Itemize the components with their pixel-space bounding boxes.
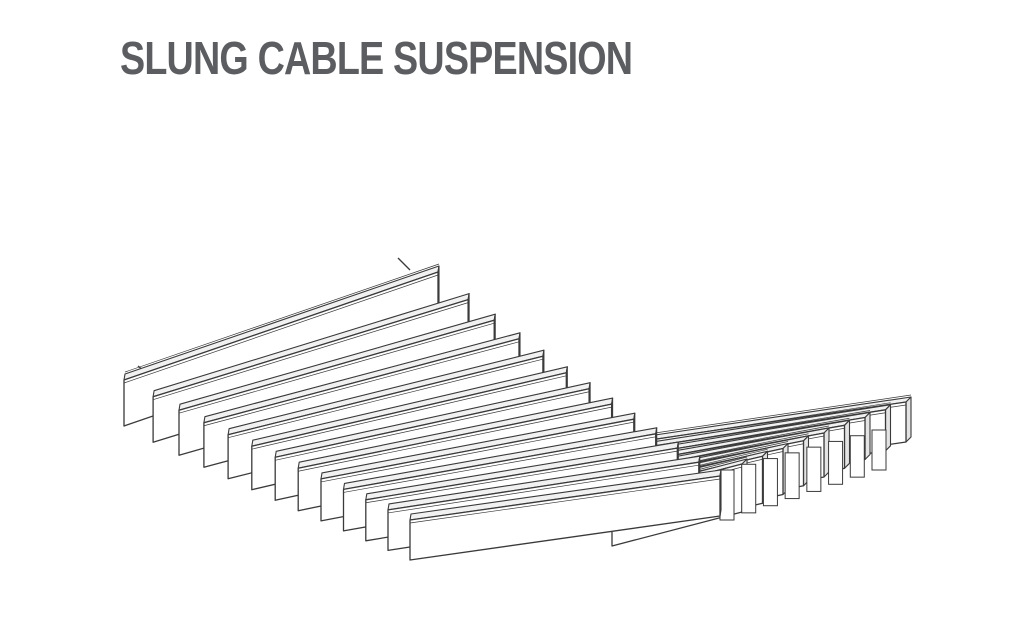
left-panel-13 <box>409 469 722 561</box>
panel-channel-line <box>409 478 721 524</box>
panel-lip-line <box>654 394 912 434</box>
panel-end-face <box>843 419 851 469</box>
panel-channel-line <box>387 464 699 514</box>
cable-left-rear <box>397 257 411 271</box>
panel-channel-line <box>152 302 469 401</box>
slat-6 <box>828 440 844 485</box>
right-wing-slats <box>719 429 887 521</box>
page-title: SLUNG CABLE SUSPENSION <box>120 32 633 84</box>
panel-channel-line <box>178 322 495 414</box>
panel-channel-line <box>228 358 544 439</box>
panel-channel-line <box>251 375 567 450</box>
panel-lip-line <box>650 402 891 441</box>
slat-3 <box>762 458 778 507</box>
slat-1 <box>719 469 735 521</box>
slat-2 <box>741 463 757 514</box>
panel-channel-line <box>275 391 590 461</box>
panel-end-face <box>905 396 912 443</box>
panel-end-face <box>864 411 871 461</box>
slat-8 <box>871 429 887 471</box>
panel-channel-line <box>320 421 634 483</box>
slat-5 <box>806 446 822 492</box>
panel-channel-line <box>203 341 520 427</box>
panel-channel-line <box>343 436 656 493</box>
panel-channel-line <box>123 274 439 384</box>
panel-front-face <box>409 475 721 561</box>
slat-7 <box>849 435 865 478</box>
panel-lip-line <box>124 263 440 373</box>
panel-channel-line <box>298 406 612 472</box>
panel-channel-line <box>365 450 678 504</box>
slat-4 <box>784 452 800 500</box>
left-wing-panels <box>123 263 722 561</box>
panel-lip-line <box>645 410 871 448</box>
